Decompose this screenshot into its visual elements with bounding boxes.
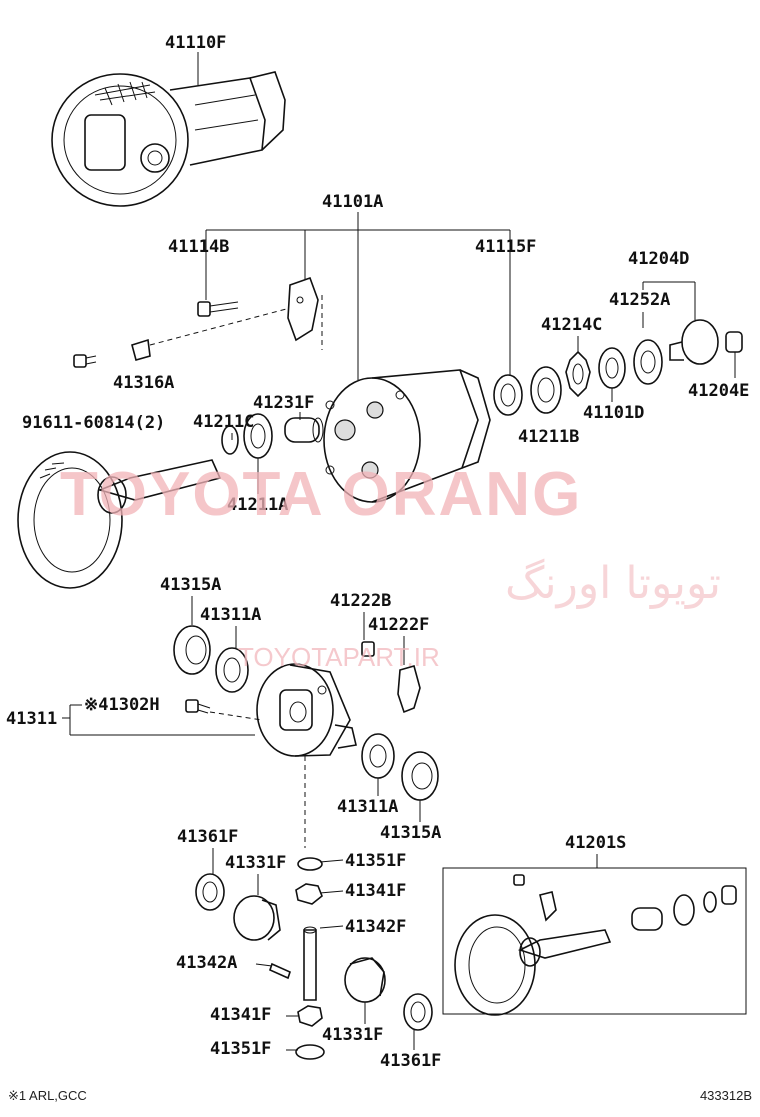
pinion-41341F-top — [295, 883, 323, 905]
label-41302H: ※41302H — [84, 695, 160, 715]
label-91611-60814: 91611-60814(2) — [22, 413, 165, 433]
kit-lock-plate — [539, 891, 557, 922]
label-41101D: 41101D — [583, 403, 644, 423]
label-41204E: 41204E — [688, 381, 749, 401]
bolt-41222B — [361, 641, 375, 657]
label-41211A: 41211A — [227, 495, 288, 515]
lock-plate-41316A — [131, 338, 151, 361]
label-41211C: 41211C — [193, 412, 254, 432]
label-41331F-bottom: 41331F — [322, 1025, 383, 1045]
bearing-41252A — [633, 339, 663, 385]
label-41315A-top: 41315A — [160, 575, 221, 595]
bearing-41311A-bottom — [361, 733, 395, 779]
pinion-shaft-41342F — [303, 926, 317, 1001]
bearing-41211B — [530, 366, 562, 414]
label-41342A: 41342A — [176, 953, 237, 973]
oil-seal-41115F — [493, 374, 523, 416]
flange-41204D — [669, 319, 719, 365]
pin-41342A — [269, 962, 291, 980]
kit-box-41201S — [442, 867, 747, 1015]
ring-gear — [17, 451, 123, 589]
washer-41211C — [221, 425, 239, 455]
label-41214C: 41214C — [541, 315, 602, 335]
bolt-91611 — [73, 354, 97, 368]
label-41315A-bottom: 41315A — [380, 823, 441, 843]
footer-note: ※1 ARL,GCC — [8, 1088, 87, 1103]
side-gear-41331F-bottom — [344, 957, 386, 1003]
differential-carrier-assembly — [51, 71, 286, 207]
label-41311A-bottom: 41311A — [337, 797, 398, 817]
label-41101A: 41101A — [322, 192, 383, 212]
kit-pinion — [517, 929, 612, 967]
kit-ring-gear — [454, 914, 536, 1016]
bolt-41114B — [197, 301, 239, 317]
bolt-41302H — [185, 699, 211, 714]
label-41342F: 41342F — [345, 917, 406, 937]
drive-pinion — [97, 459, 222, 514]
label-41222F: 41222F — [368, 615, 429, 635]
bearing-41311A-top — [215, 647, 249, 693]
carrier-housing-41101A — [323, 369, 491, 503]
lock-41222F — [397, 665, 421, 714]
watermark-url: TOYOTAPART.IR — [238, 642, 440, 672]
label-41351F-top: 41351F — [345, 851, 406, 871]
kit-nut — [721, 885, 737, 905]
label-41341F-bottom: 41341F — [210, 1005, 271, 1025]
label-41311A-top: 41311A — [200, 605, 261, 625]
label-41110F: 41110F — [165, 33, 226, 53]
washer-41361F-top — [195, 873, 225, 911]
adjusting-lock-plate — [287, 276, 319, 342]
bearing-cup-41315A-top — [173, 625, 211, 675]
watermark-brand: TOYOTA ORANG — [60, 460, 582, 529]
label-41114B: 41114B — [168, 237, 229, 257]
label-41211B: 41211B — [518, 427, 579, 447]
washer-41351F-top — [297, 857, 323, 871]
label-41311: 41311 — [6, 709, 57, 729]
bearing-cup-41315A-bottom — [401, 751, 439, 801]
label-41115F: 41115F — [475, 237, 536, 257]
kit-spacer — [631, 907, 663, 931]
label-41316A: 41316A — [113, 373, 174, 393]
label-41351F-bottom: 41351F — [210, 1039, 271, 1059]
diagram-code: 433312B — [700, 1088, 752, 1103]
pinion-41341F-bottom — [297, 1005, 323, 1027]
label-41341F-top: 41341F — [345, 881, 406, 901]
label-41201S: 41201S — [565, 833, 626, 853]
label-41204D: 41204D — [628, 249, 689, 269]
label-41331F-top: 41331F — [225, 853, 286, 873]
bearing-41101D — [598, 347, 626, 389]
bearing-41211A — [243, 413, 273, 459]
differential-case-41311 — [256, 663, 357, 757]
kit-bearing — [673, 894, 695, 926]
label-41222B: 41222B — [330, 591, 391, 611]
watermark-persian: تویوتا اورنگ — [505, 558, 721, 609]
washer-41361F-bottom — [403, 993, 433, 1031]
nut-41204E — [725, 331, 743, 353]
kit-washer — [703, 891, 717, 913]
washer-41351F-bottom — [295, 1044, 325, 1060]
label-41361F-bottom: 41361F — [380, 1051, 441, 1071]
label-41231F: 41231F — [253, 393, 314, 413]
label-41361F-top: 41361F — [177, 827, 238, 847]
kit-bolt — [513, 874, 525, 886]
label-41252A: 41252A — [609, 290, 670, 310]
spacer-41231F — [284, 417, 324, 443]
washer-41214C — [565, 350, 591, 398]
side-gear-41331F-top — [233, 895, 281, 941]
